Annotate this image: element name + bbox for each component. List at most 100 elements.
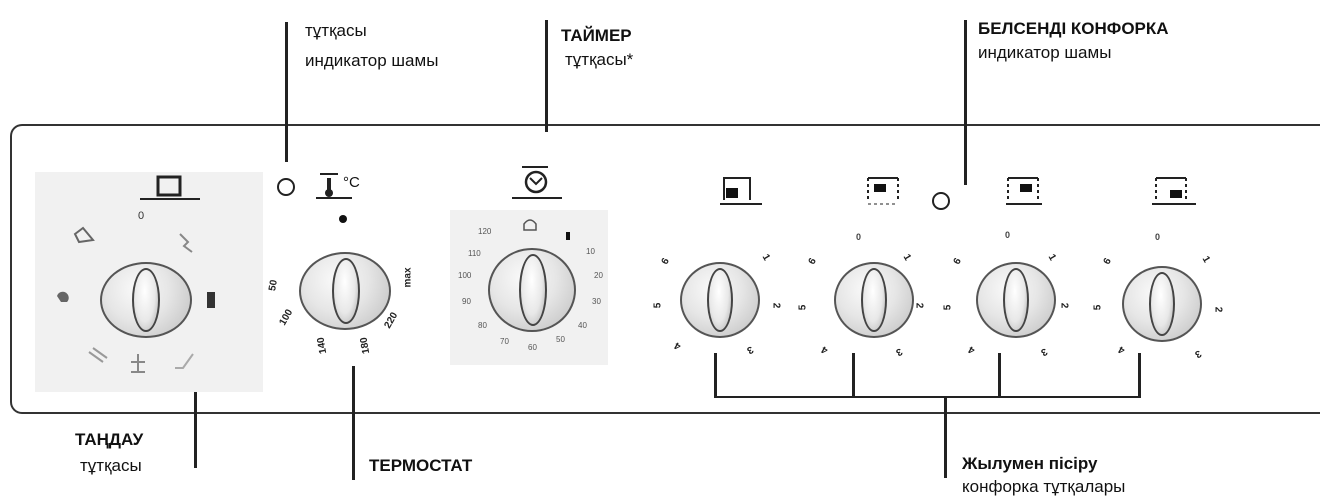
hob-knob-1-grip[interactable]	[707, 268, 733, 332]
thermostat-scale-max: max	[402, 267, 414, 288]
timer-scale-30: 30	[592, 297, 601, 306]
timer-scale-10: 10	[586, 247, 595, 256]
hob-knob-1-mark-6: 6	[659, 256, 672, 267]
bell-icon	[523, 219, 537, 231]
active-hob-label-title: БЕЛСЕНДІ КОНФОРКА	[978, 19, 1169, 38]
hob-knob-3-mark-5: 5	[942, 304, 954, 311]
hob-knob-1-mark-4: 4	[672, 339, 683, 352]
hob-knob-3-grip[interactable]	[1003, 268, 1029, 332]
hob-knob-4-mark-5: 5	[1092, 304, 1104, 311]
thermostat-marker	[339, 215, 347, 223]
hob-bracket-3	[998, 353, 1001, 397]
thermostat-knob-grip[interactable]	[332, 258, 360, 324]
hob-knob-3-mark-2: 2	[1058, 302, 1070, 309]
timer-scale-40: 40	[578, 321, 587, 330]
hob-knob-2-mark-4: 4	[819, 343, 830, 356]
hob-knob-4-mark-3: 3	[1192, 347, 1203, 360]
hob-knob-2-mark-5: 5	[797, 304, 809, 311]
hob-bracket-2	[852, 353, 855, 397]
timer-knob[interactable]	[488, 248, 576, 332]
hob-label-title: Жылумен пісіру	[962, 454, 1098, 473]
hob-knob-4-grip[interactable]	[1149, 272, 1175, 336]
selector-dial: 0	[57, 175, 215, 373]
defrost-icon	[57, 291, 69, 302]
lamp-leader-line	[285, 22, 288, 162]
select-label-title: ТАҢДАУ	[75, 430, 144, 449]
hob-label-sub: конфорка тұтқалары	[962, 477, 1126, 496]
hob-knob-4-mark-1: 1	[1199, 254, 1212, 265]
hob-knob-4-mark-4: 4	[1116, 343, 1127, 356]
hob-knob-4-area: 0 6 1 5 2 4 3	[1092, 232, 1235, 362]
lamp-label-line1: тұтқасы	[305, 21, 367, 40]
timer-scale-100: 100	[458, 271, 472, 280]
timer-scale-50: 50	[556, 335, 565, 344]
hob-knob-2-mark-6: 6	[806, 256, 819, 267]
hob-knob-2-area: 0 6 1 5 2 4 3	[797, 232, 940, 362]
hob-knob-3-area: 0 6 1 5 2 4 3	[942, 230, 1085, 362]
timer-dial: 120 110 100 90 80 70 60 50 40 30 20 10	[458, 219, 603, 352]
hob-knob-1-mark-5: 5	[652, 302, 664, 309]
fan-icon	[88, 347, 108, 363]
hob-bracket-left	[714, 353, 717, 397]
hob-knob-2-zero: 0	[856, 232, 862, 242]
timer-scale-120: 120	[478, 227, 492, 236]
timer-knob-grip[interactable]	[519, 254, 547, 326]
hob-knob-4[interactable]	[1122, 266, 1202, 342]
top-bottom-heat-icon	[131, 354, 145, 373]
hob-knob-4-zero: 0	[1155, 232, 1161, 242]
hob-knob-2-mark-2: 2	[913, 302, 925, 309]
hob-knob-2-grip[interactable]	[861, 268, 887, 332]
timer-label-title: ТАЙМЕР	[561, 26, 632, 45]
hob-knob-1-mark-3: 3	[744, 343, 755, 356]
timer-scale-90: 90	[462, 297, 471, 306]
grill-fan-icon	[179, 233, 193, 253]
hob-knob-3[interactable]	[976, 262, 1056, 338]
oven-icon	[156, 175, 182, 197]
hob-knob-1-mark-2: 2	[770, 302, 782, 309]
selector-knob[interactable]	[100, 262, 192, 338]
timer-marker	[566, 232, 570, 240]
grill-icon	[175, 353, 194, 369]
timer-label-sub: тұтқасы*	[565, 50, 634, 69]
hob-bracket-stem	[944, 396, 947, 478]
hob-knob-3-mark-4: 4	[966, 343, 977, 356]
hob-knob-1-mark-1: 1	[759, 252, 772, 263]
hob-knob-2-mark-1: 1	[900, 252, 913, 263]
hob-knob-2-mark-3: 3	[893, 345, 904, 358]
hob-rear-right-icon	[1006, 177, 1042, 205]
light-icon	[73, 226, 95, 244]
selector-zero: 0	[138, 210, 144, 222]
hob-knob-4-mark-2: 2	[1212, 306, 1224, 313]
thermometer-icon	[316, 173, 352, 199]
active-hob-label-sub: индикатор шамы	[978, 43, 1112, 62]
timer-scale-70: 70	[500, 337, 509, 346]
oven-indicator-lamp	[277, 178, 295, 196]
active-hob-leader-line	[964, 20, 967, 185]
hob-rear-left-icon	[867, 177, 899, 205]
hob-bracket-right	[1138, 353, 1141, 397]
timer-scale-80: 80	[478, 321, 487, 330]
hob-bracket-bar	[714, 396, 1141, 398]
thermostat-leader-line	[352, 366, 355, 480]
select-label-sub: тұтқасы	[80, 456, 142, 475]
selector-knob-grip[interactable]	[132, 268, 160, 332]
hob-knob-3-zero: 0	[1005, 230, 1011, 240]
active-hob-indicator-lamp	[932, 192, 950, 210]
thermostat-knob[interactable]	[299, 252, 391, 330]
hob-knob-1[interactable]	[680, 262, 760, 338]
clock-icon	[512, 166, 562, 199]
lamp-label-line2: индикатор шамы	[305, 51, 439, 70]
timer-scale-20: 20	[594, 271, 603, 280]
select-leader-line	[194, 390, 197, 468]
hob-front-left-icon	[720, 177, 762, 205]
hob-knob-4-mark-6: 6	[1101, 256, 1114, 267]
hob-knob-2[interactable]	[834, 262, 914, 338]
thermostat-label: ТЕРМОСТАТ	[369, 456, 473, 475]
timer-scale-60: 60	[528, 343, 537, 352]
thermostat-unit: °C	[343, 174, 360, 191]
hob-knob-3-mark-3: 3	[1038, 345, 1049, 358]
timer-leader-line	[545, 20, 548, 132]
hob-knob-3-mark-6: 6	[951, 256, 964, 267]
timer-scale-110: 110	[468, 249, 481, 258]
bottom-heat-icon	[207, 292, 215, 308]
